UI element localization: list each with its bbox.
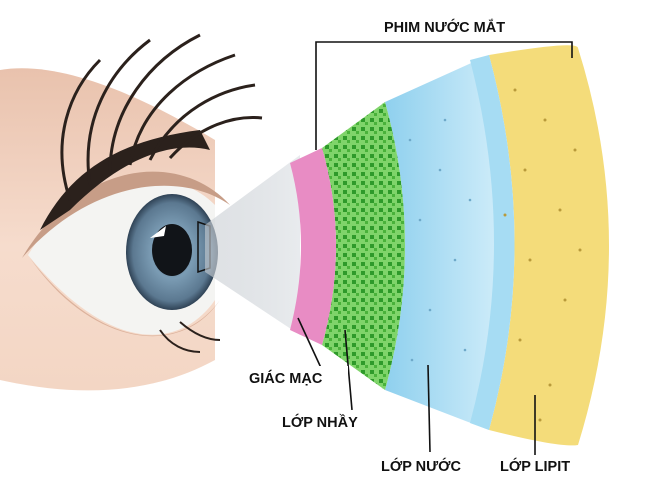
aqueous-layer-band bbox=[385, 55, 515, 430]
aqueous-specks bbox=[408, 118, 472, 362]
mucus-label: LỚP NHẦY bbox=[282, 413, 358, 431]
leader-lines bbox=[297, 41, 573, 455]
eye-illustration bbox=[0, 33, 263, 391]
aqueous-highlight bbox=[470, 55, 515, 430]
lipid-label: LỚP LIPIT bbox=[500, 457, 570, 475]
pupil bbox=[152, 224, 192, 276]
tear-film-label: PHIM NƯỚC MẮT bbox=[384, 18, 505, 36]
tear-film-layers bbox=[290, 45, 609, 446]
upper-eyelid bbox=[22, 171, 230, 258]
mucus-label-bg bbox=[277, 410, 377, 432]
cornea-band bbox=[290, 148, 336, 345]
projection-beam bbox=[205, 155, 300, 335]
tear-film-label-bg bbox=[376, 14, 564, 36]
eye-highlight bbox=[150, 226, 166, 238]
lipid-specks bbox=[503, 88, 582, 422]
cornea-label: GIÁC MẠC bbox=[249, 370, 323, 387]
upper-eyelashes bbox=[40, 130, 210, 230]
lipid-layer-band bbox=[489, 45, 609, 446]
tear-film-bracket bbox=[315, 41, 573, 150]
lower-lash-strokes bbox=[159, 321, 221, 353]
aqueous-label: LỚP NƯỚC bbox=[381, 457, 462, 475]
mucus-leader bbox=[344, 329, 353, 411]
cornea-label-bg bbox=[244, 366, 348, 388]
cornea-leader bbox=[297, 317, 323, 371]
mucus-layer-band bbox=[322, 102, 405, 390]
aqueous-leader bbox=[427, 364, 431, 453]
eyelash-strokes bbox=[60, 33, 263, 201]
